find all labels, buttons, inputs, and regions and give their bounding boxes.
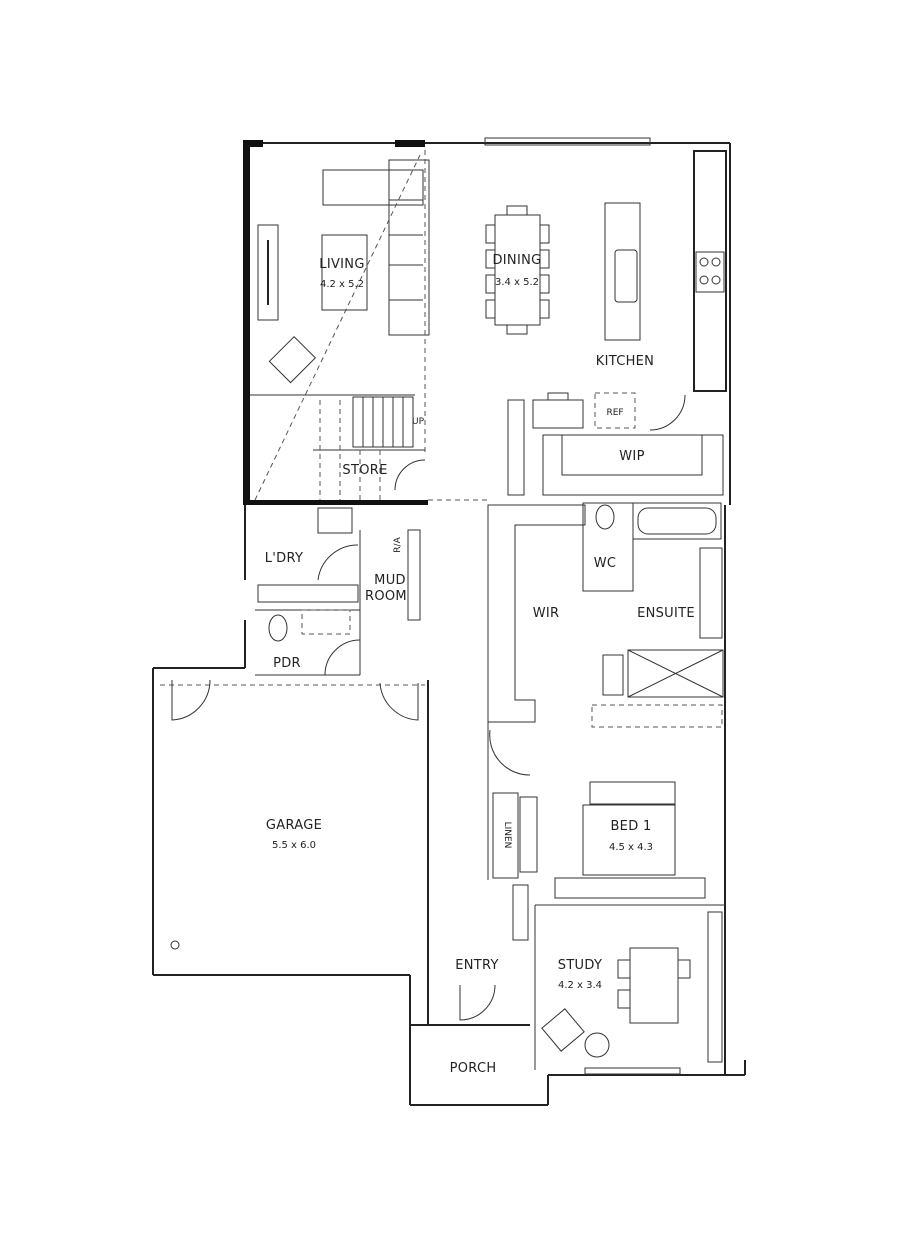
room-label-living: LIVING [319,257,364,272]
study-furniture [459,911,723,1063]
room-size-dining: 3.4 x 5.2 [495,277,539,288]
room-label-linen: LINEN [502,822,512,849]
room-label-porch: PORCH [450,1061,497,1076]
ref-label: REF [606,408,623,418]
room-label-bed1: BED 1 [610,819,651,834]
dining-table [485,205,550,335]
room-label-wip: WIP [619,449,644,464]
stairs-up-label: UP [412,417,425,427]
room-size-garage: 5.5 x 6.0 [272,840,316,851]
exterior-walls [152,137,746,1106]
kitchen-fixtures [507,150,727,496]
laundry-area [255,507,421,676]
garage-area [160,679,425,950]
room-label-laundry: L'DRY [265,551,303,566]
room-label-study: STUDY [558,958,602,973]
room-label-kitchen: KITCHEN [596,354,654,369]
room-label-store: STORE [342,463,387,478]
room-label-pdr: PDR [273,656,301,671]
ra-label: R/A [393,536,403,552]
master-suite [487,502,725,1070]
room-label-mudroom-line1: MUD [374,573,406,588]
room-size-study: 4.2 x 3.4 [558,980,602,991]
room-label-ensuite: ENSUITE [637,606,695,621]
room-label-wc: WC [594,556,617,571]
room-label-wir: WIR [533,606,560,621]
room-size-living: 4.2 x 5.2 [320,279,364,290]
room-label-entry: ENTRY [455,958,499,973]
stairs [250,394,488,501]
room-label-dining: DINING [492,253,541,268]
living-furniture [254,150,430,501]
room-size-bed1: 4.5 x 4.3 [609,842,653,853]
room-label-garage: GARAGE [266,818,322,833]
room-label-mudroom-line2: ROOM [365,589,407,604]
